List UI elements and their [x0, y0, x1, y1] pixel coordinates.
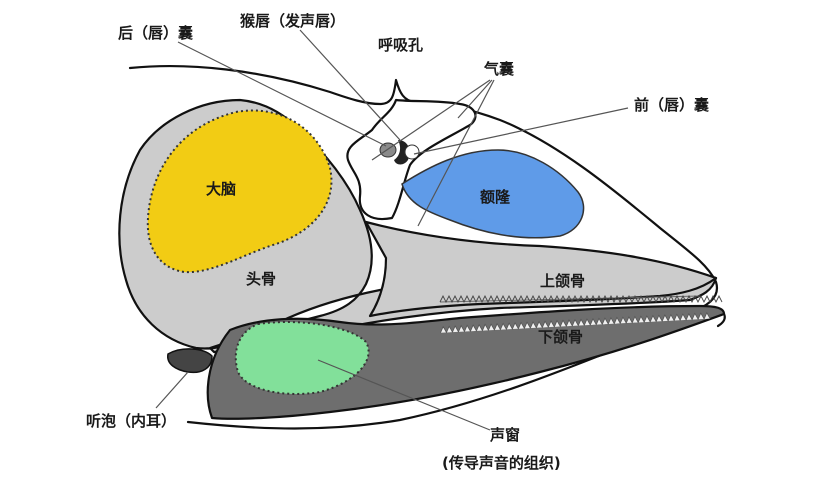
label-acoustic-window: 声窗 [489, 426, 520, 444]
upper-jaw [364, 220, 718, 318]
ear-bulla [167, 348, 213, 374]
lower-teeth [440, 311, 711, 334]
anterior-bursa [404, 144, 420, 160]
label-ear-bulla: 听泡（内耳） [86, 412, 176, 430]
label-melon: 额隆 [480, 188, 511, 206]
label-blowhole: 呼吸孔 [378, 36, 423, 54]
upper-teeth [439, 294, 723, 304]
label-posterior-sac: 后（唇）囊 [118, 24, 194, 42]
label-monkey-lips: 猴唇（发声唇） [240, 12, 345, 30]
label-acoustic-window-note: (传导声音的组织) [442, 454, 561, 472]
label-upper-jaw: 上颌骨 [540, 272, 585, 290]
label-air-sacs: 气囊 [483, 60, 515, 78]
monkey-lips-icon [394, 140, 410, 165]
label-anterior-sac: 前（唇）囊 [634, 96, 710, 114]
label-lower-jaw: 下颌骨 [538, 328, 583, 346]
melon [401, 149, 585, 239]
label-skull: 头骨 [246, 270, 276, 288]
label-brain: 大脑 [206, 180, 236, 198]
brain [146, 109, 333, 274]
leader-lines [155, 29, 629, 431]
acoustic-fat [234, 321, 370, 395]
